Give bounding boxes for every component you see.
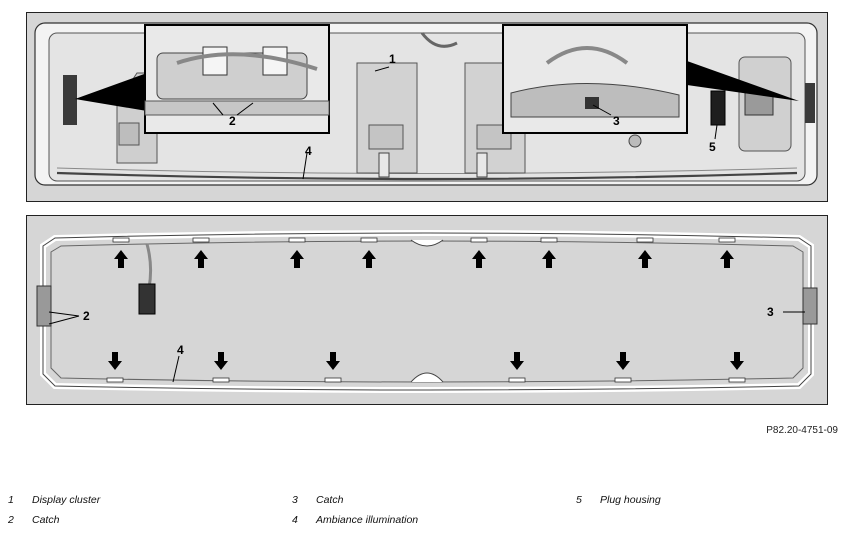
leader-1	[374, 66, 390, 72]
catch-arrow-down	[324, 352, 342, 383]
ambiance-strip	[56, 171, 798, 181]
legend-label: Plug housing	[600, 494, 661, 506]
legend-number: 3	[292, 494, 298, 506]
right-catch-connector	[802, 287, 818, 325]
center-clip-right	[476, 152, 488, 178]
plug-housing-part	[710, 90, 726, 126]
legend-item-1: 1 Display cluster	[8, 494, 100, 506]
leader-b2a	[48, 311, 80, 317]
leader-5	[714, 124, 718, 140]
installed-view-panel: 1 2 3 4 5	[26, 12, 828, 202]
callout-4: 4	[305, 144, 312, 158]
catch-arrow-up	[540, 237, 558, 268]
catch-arrow-up	[470, 237, 488, 268]
ambiance-frame-outline	[42, 232, 812, 391]
ambiance-frame	[40, 230, 814, 393]
ambiance-frame-inner	[50, 240, 804, 383]
leader-2b	[236, 102, 254, 116]
catch-arrow-down	[728, 352, 746, 383]
arrows-bottom-group	[106, 352, 746, 383]
left-catch-part	[63, 75, 77, 125]
inset-pointer-right	[687, 61, 799, 101]
legend-number: 2	[8, 514, 14, 526]
legend-item-3: 3 Catch	[292, 494, 343, 506]
callout-3: 3	[613, 114, 620, 128]
leader-4	[302, 152, 308, 180]
figure-reference: P82.20-4751-09	[766, 425, 838, 436]
legend-item-5: 5 Plug housing	[576, 494, 661, 506]
leader-b4	[172, 355, 180, 383]
callout-b-3: 3	[767, 305, 774, 319]
bottom-notch	[410, 372, 444, 383]
installed-view-illustration: 1 2 3 4 5	[34, 22, 818, 186]
left-bracket-pad	[118, 122, 140, 146]
center-clip-left	[378, 152, 390, 178]
legend-label: Catch	[32, 514, 60, 526]
inset-right-cable	[545, 46, 629, 65]
leader-3	[592, 104, 612, 116]
catch-arrow-up	[288, 237, 306, 268]
legend-label: Display cluster	[32, 494, 101, 506]
legend-label: Catch	[316, 494, 344, 506]
catch-arrow-down	[106, 352, 124, 383]
callout-2: 2	[229, 114, 236, 128]
screw	[628, 134, 642, 148]
callout-b-4: 4	[177, 343, 184, 357]
legend-item-4: 4 Ambiance illumination	[292, 514, 418, 526]
callout-5: 5	[709, 140, 716, 154]
callout-b-2: 2	[83, 309, 90, 323]
inset-pointer-left	[75, 73, 147, 111]
catch-arrow-down	[614, 352, 632, 383]
callout-1: 1	[389, 52, 396, 66]
bracket-window-left	[368, 124, 404, 150]
right-catch-part	[805, 83, 815, 123]
legend-number: 4	[292, 514, 298, 526]
catch-arrow-up	[192, 237, 210, 268]
catch-arrow-up	[360, 237, 378, 268]
leader-b2b	[48, 315, 80, 325]
catch-arrow-down	[508, 352, 526, 383]
leader-2a	[212, 102, 224, 116]
frame-plug	[138, 283, 156, 315]
catch-arrow-up	[636, 237, 654, 268]
inset-left-strip	[144, 100, 330, 116]
catch-arrow-down	[212, 352, 230, 383]
legend-item-2: 2 Catch	[8, 514, 59, 526]
illumination-frame-illustration: 2 3 4	[36, 230, 818, 393]
legend-number: 1	[8, 494, 14, 506]
inset-left-clip-a	[202, 46, 228, 76]
catch-arrow-up	[112, 237, 130, 268]
frame-cable	[145, 243, 153, 289]
left-catch-connector	[36, 285, 52, 327]
inset-left-cable	[176, 52, 318, 71]
legend-number: 5	[576, 494, 582, 506]
illumination-frame-panel: 2 3 4	[26, 215, 828, 405]
top-notch	[410, 239, 444, 247]
ambiance-strip-inner	[56, 167, 798, 174]
arrows-top-group	[112, 237, 736, 268]
catch-arrow-up	[718, 237, 736, 268]
cable-top	[420, 32, 458, 48]
legend-label: Ambiance illumination	[316, 514, 419, 526]
